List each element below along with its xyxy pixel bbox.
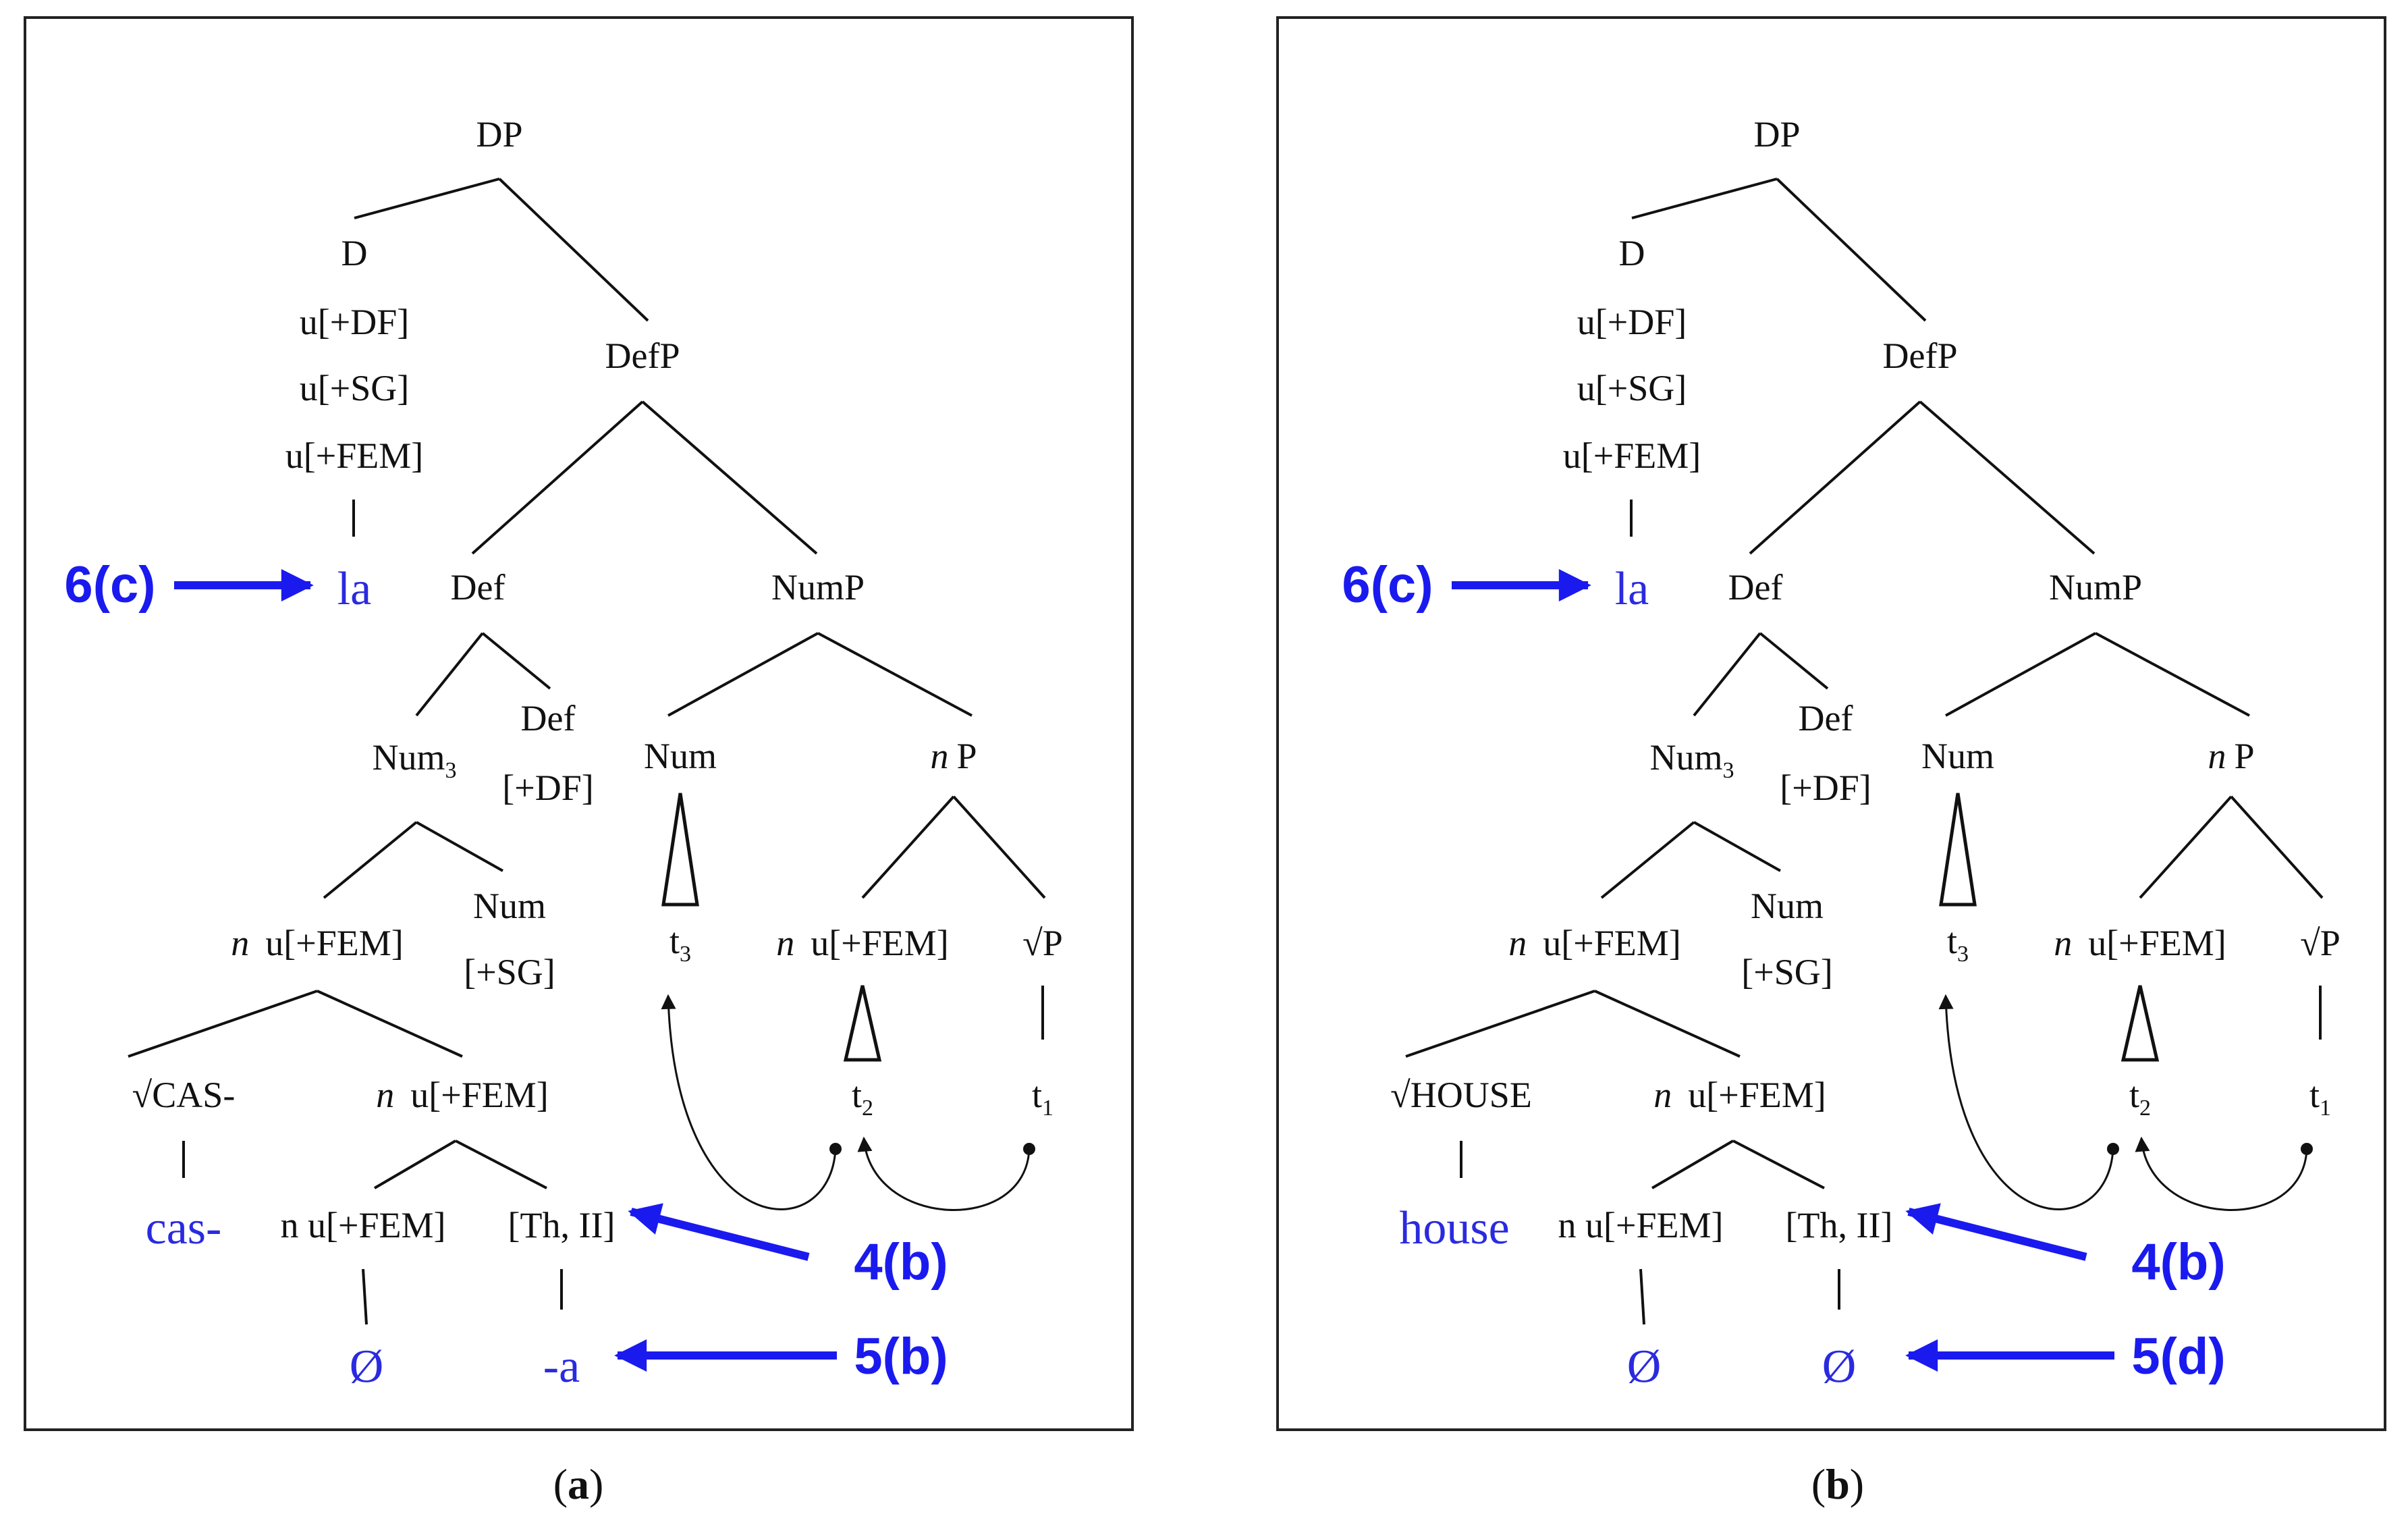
node-def: Def bbox=[1728, 567, 1783, 608]
node-num-sg-feature: [+SG] bbox=[1741, 952, 1832, 992]
tree-edges bbox=[128, 178, 1046, 1325]
node-d-feature-sg: u[+SG] bbox=[1577, 368, 1687, 408]
node-t1: t1 bbox=[2309, 1075, 2331, 1121]
node-root-phrase: √P bbox=[2300, 923, 2341, 963]
panel-b-caption: (b) bbox=[1811, 1460, 1864, 1508]
panel-a-frame bbox=[24, 16, 1134, 1431]
node-d-feature-df: u[+DF] bbox=[300, 302, 409, 342]
node-def-head-feature: [+DF] bbox=[1780, 768, 1871, 808]
annotation-6c: 6(c) bbox=[64, 556, 155, 614]
node-def-head: Def bbox=[1799, 698, 1853, 738]
node-def-head: Def bbox=[521, 698, 576, 738]
node-nump: NumP bbox=[771, 567, 865, 608]
node-defp: DefP bbox=[1883, 335, 1958, 376]
exponent-la: la bbox=[337, 563, 372, 615]
exponent-theme: Ø bbox=[1822, 1341, 1857, 1393]
exponent-n: Ø bbox=[350, 1341, 384, 1393]
node-d: D bbox=[341, 233, 368, 273]
annotation-4b: 4(b) bbox=[854, 1233, 948, 1291]
tree-edges bbox=[1405, 178, 2324, 1325]
node-theme: [Th, II] bbox=[508, 1205, 615, 1245]
node-root: √HOUSE bbox=[1390, 1075, 1532, 1115]
panel-b-frame bbox=[1276, 16, 2386, 1431]
node-theme: [Th, II] bbox=[1786, 1205, 1893, 1245]
node-t3: t3 bbox=[669, 921, 691, 967]
annotation-5b: 5(b) bbox=[854, 1328, 948, 1385]
exponent-la: la bbox=[1615, 563, 1649, 615]
node-num: Num bbox=[1921, 736, 1994, 776]
node-def: Def bbox=[451, 567, 505, 608]
node-d-feature-fem: u[+FEM] bbox=[285, 435, 423, 476]
annotation-4b-arrow bbox=[1905, 1203, 2087, 1261]
panel-a: DP D u[+DF] u[+SG] u[+FEM] DefP Def NumP… bbox=[24, 16, 1134, 1508]
annotation-4b: 4(b) bbox=[2131, 1233, 2225, 1291]
node-d: D bbox=[1619, 233, 1645, 273]
node-num-sg: Num bbox=[473, 886, 546, 926]
node-t2: t2 bbox=[2129, 1075, 2151, 1121]
node-d-feature-sg: u[+SG] bbox=[300, 368, 409, 408]
movement-arrows bbox=[1938, 994, 2313, 1211]
node-d-feature-df: u[+DF] bbox=[1577, 302, 1687, 342]
node-defp: DefP bbox=[605, 335, 680, 376]
n-triangle bbox=[2120, 985, 2160, 1062]
annotation-5d: 5(d) bbox=[2131, 1328, 2225, 1385]
node-num-sg: Num bbox=[1751, 886, 1824, 926]
annotation-6c: 6(c) bbox=[1342, 556, 1433, 614]
node-root-phrase: √P bbox=[1022, 923, 1063, 963]
node-t1: t1 bbox=[1032, 1075, 1054, 1121]
panel-a-caption: (a) bbox=[553, 1460, 604, 1508]
annotation-4b-arrow bbox=[628, 1203, 810, 1261]
exponent-root: house bbox=[1399, 1202, 1509, 1254]
node-num-sg-feature: [+SG] bbox=[464, 952, 555, 992]
node-num: Num bbox=[644, 736, 717, 776]
node-def-head-feature: [+DF] bbox=[502, 768, 593, 808]
exponent-n: Ø bbox=[1627, 1341, 1662, 1393]
node-num3: Num3 bbox=[1650, 737, 1734, 783]
node-n-fem-4: n u[+FEM] bbox=[281, 1205, 446, 1245]
node-t3: t3 bbox=[1947, 921, 1969, 967]
node-root: √CAS- bbox=[132, 1075, 236, 1115]
node-dp: DP bbox=[1753, 114, 1800, 155]
node-t2: t2 bbox=[852, 1075, 873, 1121]
node-dp: DP bbox=[476, 114, 522, 155]
node-num3: Num3 bbox=[373, 737, 457, 783]
exponent-root: cas- bbox=[146, 1202, 222, 1254]
n-triangle bbox=[843, 985, 882, 1062]
movement-arrows bbox=[661, 994, 1035, 1211]
panel-b: DP D u[+DF] u[+SG] u[+FEM] DefP Def NumP… bbox=[1276, 16, 2386, 1508]
node-nump: NumP bbox=[2049, 567, 2142, 608]
node-d-feature-fem: u[+FEM] bbox=[1563, 435, 1701, 476]
t3-triangle bbox=[1939, 793, 1977, 907]
exponent-theme: -a bbox=[543, 1341, 580, 1393]
node-n-fem-4: n u[+FEM] bbox=[1558, 1205, 1724, 1245]
t3-triangle bbox=[661, 793, 699, 907]
